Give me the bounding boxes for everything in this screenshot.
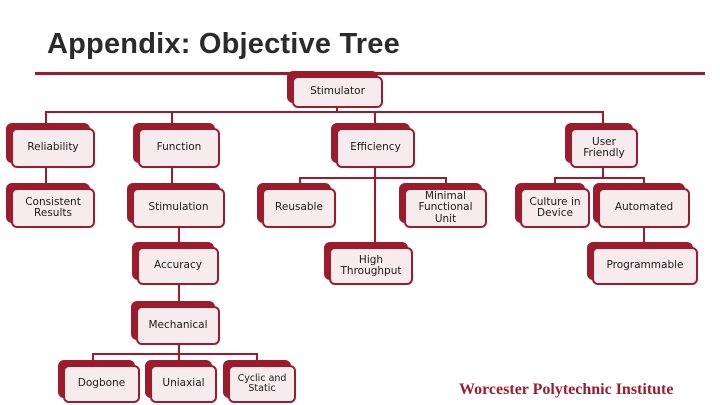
node-label: Culture in Device (520, 188, 590, 228)
page-title: Appendix: Objective Tree (47, 28, 400, 60)
node-label: Stimulator (292, 76, 383, 108)
node-label: Function (138, 128, 220, 168)
connector-function-stimulation (171, 168, 173, 188)
node-label: High Throughput (329, 247, 413, 285)
node-label: Programmable (592, 247, 698, 285)
connector-efficiency-bus (299, 177, 447, 179)
connector-automated-programmable (643, 228, 645, 247)
node-dogbone[interactable]: Dogbone (58, 360, 140, 403)
node-user-friendly[interactable]: User Friendly (565, 123, 638, 168)
connector-to-user-friendly (602, 111, 604, 128)
connector-reliability-consistent (45, 168, 47, 188)
node-reliability[interactable]: Reliability (6, 123, 95, 168)
node-automated[interactable]: Automated (593, 183, 690, 228)
connector-user-friendly-bus (554, 177, 644, 179)
connector-accuracy-mechanical (178, 285, 180, 306)
node-cyclic-and-static[interactable]: Cyclic and Static (223, 360, 296, 403)
node-efficiency[interactable]: Efficiency (331, 123, 415, 168)
connector-to-reusable (299, 177, 301, 188)
node-label: Reusable (262, 188, 336, 228)
connector-stimulation-accuracy (178, 228, 180, 247)
connector-to-minimal-functional-unit (445, 177, 447, 188)
node-programmable[interactable]: Programmable (587, 242, 698, 285)
node-reusable[interactable]: Reusable (257, 183, 336, 228)
node-label: Minimal Functional Unit (404, 188, 487, 228)
node-minimal-functional-unit[interactable]: Minimal Functional Unit (399, 183, 487, 228)
node-label: Automated (598, 188, 690, 228)
node-stimulation[interactable]: Stimulation (127, 183, 225, 228)
connector-efficiency-high-throughput (374, 177, 376, 248)
node-consistent-results[interactable]: Consistent Results (6, 183, 95, 228)
connector-mechanical-bus (92, 353, 257, 355)
connector-to-uniaxial (178, 353, 180, 365)
connector-to-culture-in-device (554, 177, 556, 188)
node-label: Stimulation (132, 188, 225, 228)
connector-to-automated (643, 177, 645, 188)
connector-to-reliability (45, 111, 47, 128)
node-label: User Friendly (570, 128, 638, 168)
connector-to-cyclic-and-static (256, 353, 258, 365)
node-accuracy[interactable]: Accuracy (132, 242, 219, 285)
node-label: Dogbone (63, 365, 140, 403)
node-mechanical[interactable]: Mechanical (131, 301, 220, 345)
node-label: Mechanical (136, 306, 220, 345)
connector-to-efficiency (374, 111, 376, 128)
node-label: Efficiency (336, 128, 415, 168)
node-culture-in-device[interactable]: Culture in Device (515, 183, 590, 228)
node-label: Consistent Results (11, 188, 95, 228)
node-label: Accuracy (137, 247, 219, 285)
connector-mechanical-down (178, 345, 180, 354)
node-function[interactable]: Function (133, 123, 220, 168)
connector-to-dogbone (92, 353, 94, 365)
connector-to-function (171, 111, 173, 128)
node-label: Reliability (11, 128, 95, 168)
connector-efficiency-down (374, 168, 376, 177)
node-label: Cyclic and Static (228, 365, 296, 403)
connector-user-friendly-down (602, 168, 604, 177)
node-stimulator[interactable]: Stimulator (287, 71, 383, 108)
connector-root-down (336, 108, 338, 113)
node-label: Uniaxial (150, 365, 217, 403)
node-high-throughput[interactable]: High Throughput (324, 242, 413, 285)
connector-level1-bus (45, 111, 604, 113)
node-uniaxial[interactable]: Uniaxial (145, 360, 217, 403)
institution-footer: Worcester Polytechnic Institute (459, 381, 674, 398)
